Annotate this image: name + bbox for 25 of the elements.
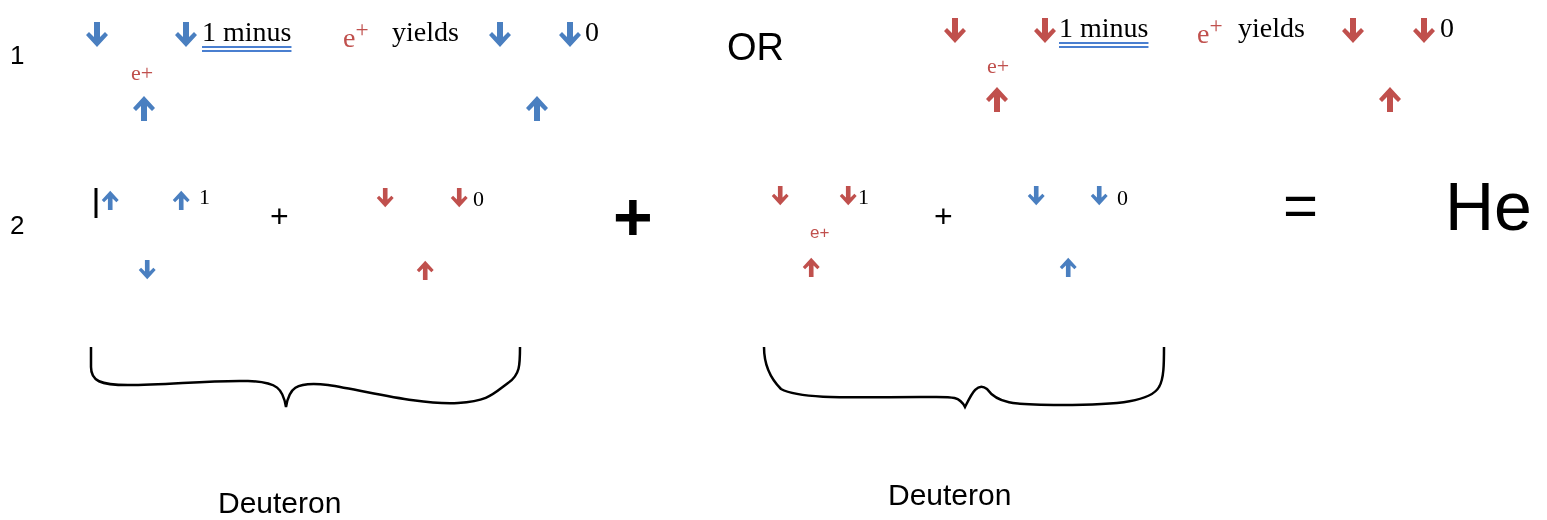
- caption-text: Deuteron: [218, 488, 342, 518]
- digit-label: 0: [1440, 14, 1454, 42]
- particle-label: e$^{+}$: [1197, 14, 1223, 49]
- digit-label: 1: [199, 186, 210, 208]
- or-text: OR: [727, 28, 784, 66]
- equation-text: 1 minus: [202, 18, 292, 46]
- particle-label: e+: [810, 224, 830, 241]
- digit-label: 0: [585, 18, 599, 46]
- plus-sign: +: [270, 200, 289, 232]
- equation-text: yields: [392, 18, 459, 46]
- particle-label: e$^{+}$: [343, 18, 369, 53]
- plus-sign: +: [613, 182, 653, 250]
- particle-label: e+: [131, 62, 154, 84]
- caption-text: Deuteron: [888, 480, 1012, 510]
- element-symbol: He: [1445, 172, 1532, 240]
- digit-label: 0: [473, 188, 484, 210]
- plus-sign: +: [934, 200, 953, 232]
- equation-text: yields: [1238, 14, 1305, 42]
- row-number: 2: [10, 212, 25, 238]
- particle-label: e+: [987, 55, 1010, 77]
- row-number: 1: [10, 42, 25, 68]
- equation-text: 1 minus: [1059, 14, 1149, 42]
- equals-sign: =: [1283, 176, 1319, 236]
- digit-label: 0: [1117, 187, 1128, 209]
- digit-label: 1: [858, 186, 869, 208]
